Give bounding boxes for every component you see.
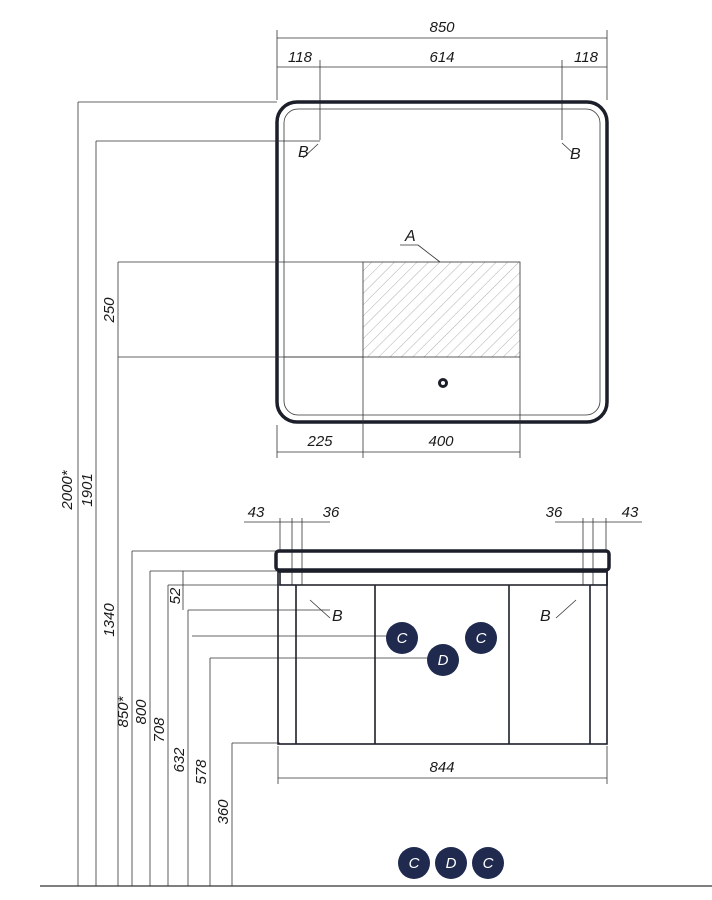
mirror-hook-left-label: B xyxy=(298,144,309,161)
cabinet-right-inner-label: 36 xyxy=(546,504,563,521)
badge-circle xyxy=(427,644,459,676)
cabinet-body xyxy=(277,571,608,745)
pipe-level-height-label: 578 xyxy=(193,759,210,785)
cabinet-width-label: 844 xyxy=(429,759,454,776)
basin-lip xyxy=(279,570,608,586)
panel-position-dimension: 225 400 xyxy=(276,415,521,458)
panel-callout-label: A xyxy=(404,228,416,245)
water-inlet-left-badge: C xyxy=(386,622,418,654)
badge-label: C xyxy=(409,855,420,872)
vanity-cabinet: B B xyxy=(274,549,611,745)
mirror-hook-spacing-dimension: 118 614 118 xyxy=(277,49,607,140)
basin-top xyxy=(274,549,611,572)
drawer-top-height-label: 632 xyxy=(171,747,188,773)
panel-height-label: 250 xyxy=(101,297,118,324)
legend-badge-c-left: C xyxy=(398,847,430,879)
panel-left-label: 225 xyxy=(306,433,333,450)
under-basin-height-label: 708 xyxy=(151,717,168,743)
legend-badge-d: D xyxy=(435,847,467,879)
cabinet-left-outer-label: 43 xyxy=(248,504,265,521)
badge-label: D xyxy=(438,652,449,669)
mirror-hook-height-label: 1901 xyxy=(79,473,96,506)
cabinet-width-dimension: 844 xyxy=(277,746,608,784)
basin-top-height-label: 800 xyxy=(133,699,150,725)
badge-label: C xyxy=(397,630,408,647)
badge-label: C xyxy=(476,630,487,647)
water-inlet-right-badge: C xyxy=(465,622,497,654)
mirror: A B B xyxy=(96,100,609,424)
right-offset-label: 118 xyxy=(574,49,599,66)
left-offset-label: 118 xyxy=(288,49,313,66)
badge-label: C xyxy=(483,855,494,872)
cabinet-bottom-height-label: 360 xyxy=(215,799,232,825)
badge-circle xyxy=(465,622,497,654)
legend-badge-c-right: C xyxy=(472,847,504,879)
cabinet-left-inner-label: 36 xyxy=(323,504,340,521)
total-height-label: 2000* xyxy=(59,469,76,510)
vertical-dimensions: 2000* 1901 1340 850* 800 708 52 632 578 … xyxy=(59,101,440,886)
inset-label: 52 xyxy=(167,587,184,604)
mirror-bottom-height-label: 1340 xyxy=(101,603,118,637)
panel-width-label: 400 xyxy=(428,433,454,450)
badge-label: D xyxy=(446,855,457,872)
cabinet-hook-left-label: B xyxy=(332,608,343,625)
panel-height-dimension: 250 xyxy=(101,261,363,358)
cabinet-right-outer-label: 43 xyxy=(622,504,639,521)
mirror-width-label: 850 xyxy=(429,19,455,36)
cabinet-hook-right-label: B xyxy=(540,608,551,625)
center-span-label: 614 xyxy=(429,49,454,66)
mirror-hook-right-label: B xyxy=(570,146,581,163)
drain-badge: D xyxy=(427,644,459,676)
cabinet-edge-dimensions: 43 36 36 43 xyxy=(244,504,642,585)
cabinet-top-height-label: 850* xyxy=(115,695,132,727)
lighting-panel xyxy=(362,261,521,358)
badge-circle xyxy=(386,622,418,654)
mirror-width-dimension: 850 xyxy=(276,19,608,100)
